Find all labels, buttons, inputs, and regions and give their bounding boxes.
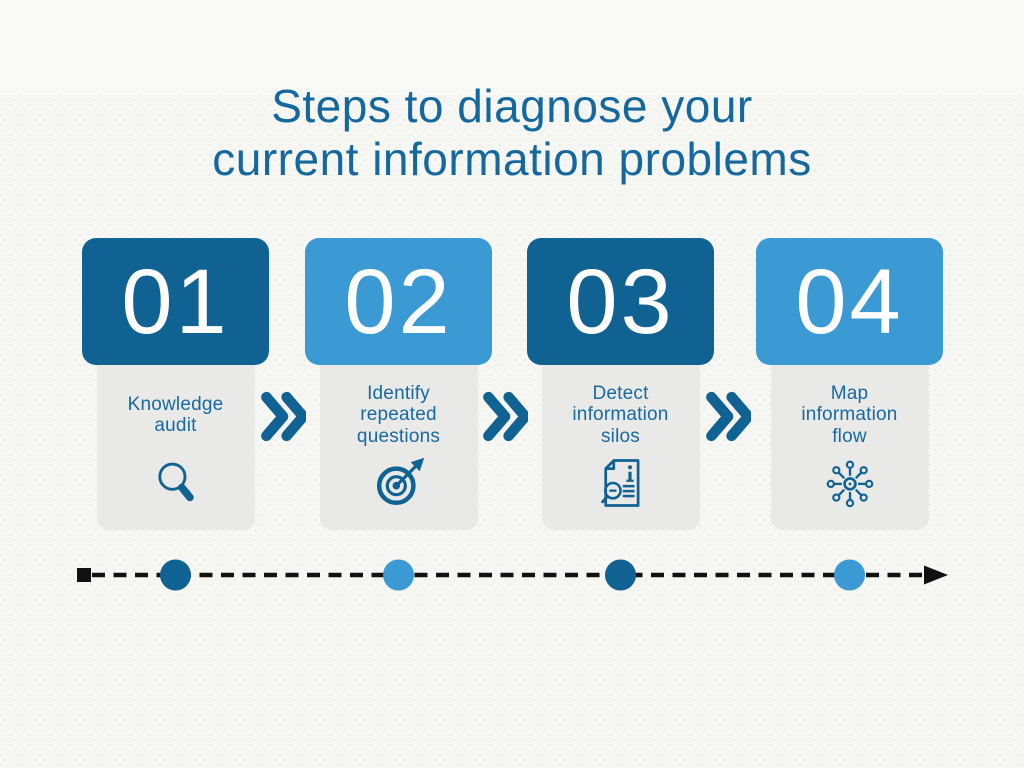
step-3-number-block: 03: [527, 238, 714, 365]
timeline-dot-3: [605, 559, 636, 591]
chevron-right-icon: [260, 388, 306, 445]
timeline-dot-2: [383, 559, 414, 591]
step-3-label: Detect information silos: [572, 382, 669, 447]
step-1-number: 01: [121, 250, 230, 353]
step-2-number-block: 02: [305, 238, 492, 365]
timeline-start-square: [77, 568, 91, 582]
step-card-1: 01 Knowledge audit: [82, 238, 269, 530]
step-2-body-card: Identify repeated questions: [319, 350, 478, 530]
step-2-number: 02: [344, 250, 453, 353]
step-1-body-card: Knowledge audit: [96, 350, 255, 530]
network-hub-icon: [771, 456, 929, 510]
timeline-dot-1: [160, 559, 191, 591]
chevron-right-icon: [482, 388, 528, 445]
step-4-label: Map information flow: [801, 382, 898, 447]
step-card-3: 03 Detect information silos: [527, 238, 714, 530]
steps-row: 01 Knowledge audit 02 Identif: [82, 238, 945, 530]
timeline-dot-4: [834, 559, 865, 591]
step-card-2: 02 Identify repeated questions: [305, 238, 492, 530]
page-title-line-1: Steps to diagnose your: [271, 80, 753, 132]
step-1-number-block: 01: [82, 238, 269, 365]
page-title: Steps to diagnose your current informati…: [0, 80, 1024, 187]
step-4-number: 04: [795, 250, 904, 353]
step-4-body-card: Map information flow: [770, 350, 929, 530]
chevron-right-icon: [705, 388, 751, 445]
timeline: [77, 559, 948, 591]
step-3-number: 03: [566, 250, 675, 353]
target-dart-icon: [320, 456, 478, 510]
magnifying-glass-icon: [97, 456, 255, 510]
step-card-4: 04 Map information flow: [756, 238, 943, 530]
page-title-line-2: current information problems: [212, 133, 812, 186]
step-2-label: Identify repeated questions: [356, 382, 441, 447]
timeline-arrowhead: [924, 565, 948, 585]
step-4-number-block: 04: [756, 238, 943, 365]
document-search-icon: [542, 456, 700, 510]
step-3-body-card: Detect information silos: [541, 350, 700, 530]
step-1-label: Knowledge audit: [127, 393, 224, 436]
